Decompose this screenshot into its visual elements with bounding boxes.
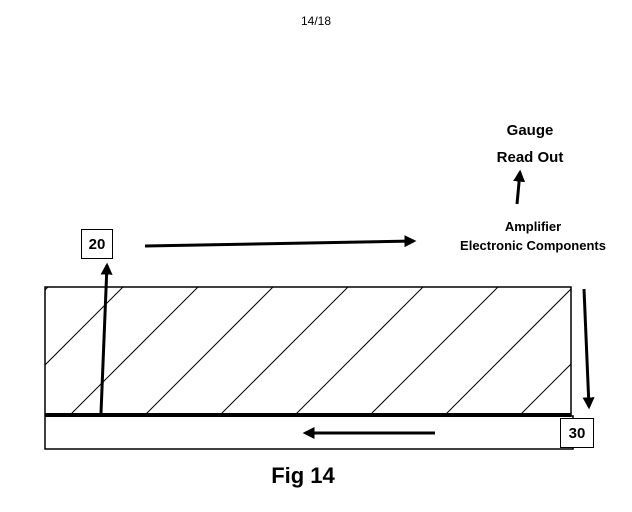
arrow-down-right: [584, 289, 589, 407]
arrow-to-amplifier: [145, 241, 414, 246]
layer-hatching: [0, 280, 632, 420]
hatched-layer: [45, 287, 571, 415]
reference-label-20: 20: [81, 229, 113, 259]
figure-caption: Fig 14: [0, 463, 606, 489]
reference-label-30: 30: [560, 418, 594, 448]
arrow-to-gauge: [517, 172, 520, 204]
